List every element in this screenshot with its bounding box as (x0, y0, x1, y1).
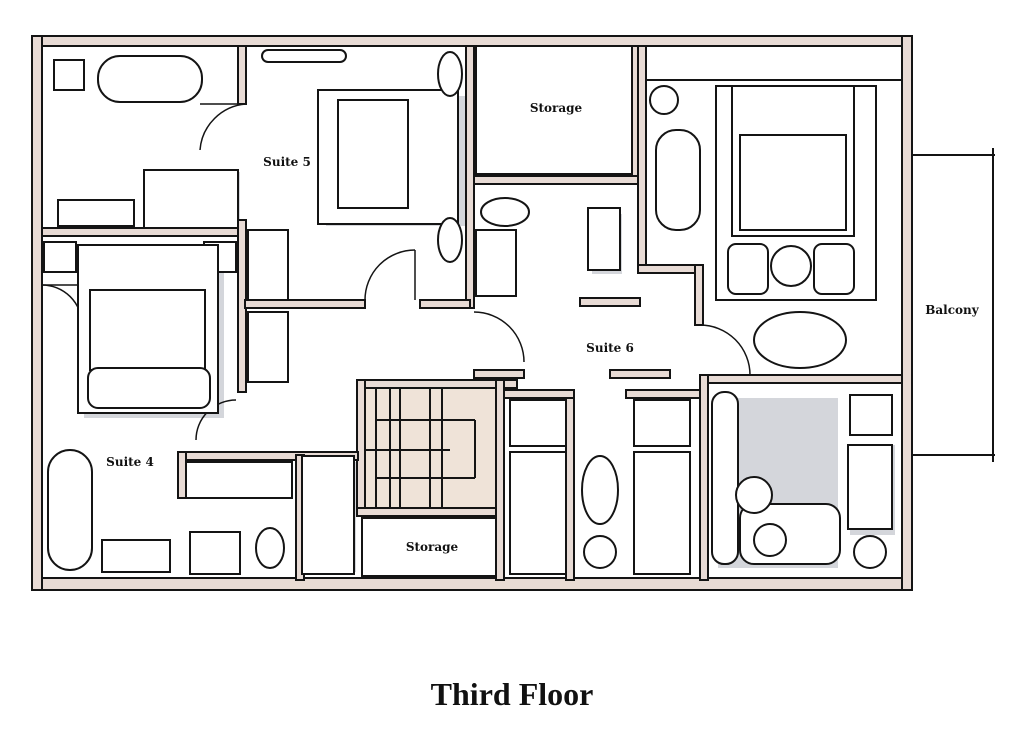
seat (509, 399, 567, 447)
sink-suite4 (189, 531, 241, 575)
balcony-railing (912, 148, 995, 462)
vanity-suite4 (185, 461, 293, 499)
toilet-suite4 (255, 527, 285, 569)
console (847, 444, 893, 530)
toilet-suite6 (480, 197, 530, 227)
stair-treads (360, 388, 476, 508)
bathtub-suite4 (47, 449, 93, 571)
cabinet (101, 539, 171, 573)
room-label-storage-top: Storage (530, 101, 583, 115)
room-label-balcony: Balcony (925, 303, 980, 317)
fur-rug (753, 311, 847, 369)
shower-suite6 (475, 229, 517, 297)
room-label-suite5: Suite 5 (263, 155, 311, 169)
bathtub-suite5 (97, 55, 203, 103)
closet-suite5 (247, 229, 289, 301)
bench-suite5 (261, 49, 347, 63)
armchair (727, 243, 769, 295)
sofa-arm (711, 391, 739, 565)
shower-suite4 (301, 455, 355, 575)
walls (31, 35, 913, 591)
vanity-suite5 (57, 199, 135, 227)
room-label-suite4: Suite 4 (106, 455, 154, 469)
armchair (813, 243, 855, 295)
doors (41, 103, 751, 441)
bench-left (509, 451, 567, 575)
vanity-suite6 (587, 207, 621, 271)
bathtub-suite7 (655, 129, 701, 231)
wardrobe (645, 45, 903, 81)
storage-top (475, 45, 633, 175)
toilet-suite5 (53, 59, 85, 91)
tv (849, 394, 893, 436)
bench-right (633, 451, 691, 575)
seat (633, 399, 691, 447)
floor-title: Third Floor (430, 676, 594, 712)
sofa-suite4 (87, 367, 211, 409)
room-label-storage-bottom: Storage (406, 540, 459, 554)
room-label-suite6: Suite 6 (586, 341, 634, 355)
rug-small (581, 455, 619, 525)
shower-suite5 (143, 169, 239, 229)
furniture (43, 45, 903, 577)
closet-suite4 (247, 311, 289, 383)
storage-bottom (361, 517, 497, 577)
nightstand (43, 241, 77, 273)
